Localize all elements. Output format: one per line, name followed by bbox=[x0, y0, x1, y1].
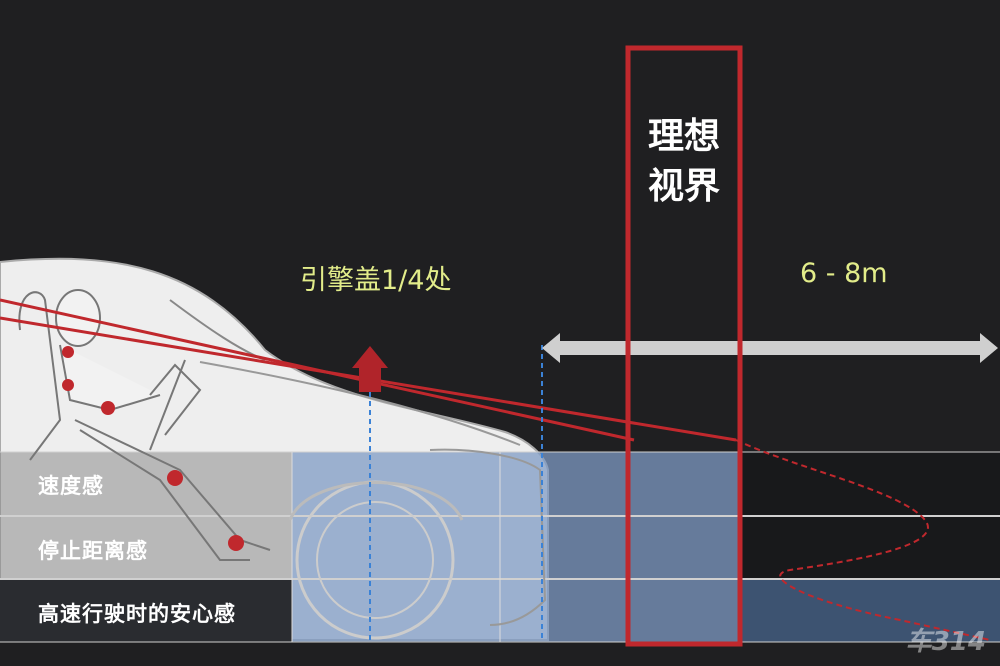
distance-label: 6 - 8m bbox=[800, 258, 888, 289]
ideal-view-line1: 理想 bbox=[647, 116, 720, 157]
band-speed-gray bbox=[0, 452, 292, 516]
ideal-view-frame bbox=[625, 45, 743, 647]
sightline-dashed bbox=[735, 439, 991, 641]
band-speed-dark bbox=[740, 452, 1000, 516]
hood-quarter-label: 引擎盖1/4处 bbox=[300, 265, 452, 296]
ideal-view-line2: 视界 bbox=[647, 166, 720, 207]
row-label-stop-distance: 停止距离感 bbox=[38, 539, 148, 563]
band-safety-blue bbox=[292, 580, 740, 642]
band-stop-dark bbox=[740, 517, 1000, 579]
row-label-highspeed-safety: 高速行驶时的安心感 bbox=[38, 602, 236, 626]
band-stop-blue bbox=[292, 517, 740, 579]
joint-markers bbox=[62, 346, 244, 551]
row-label-speed: 速度感 bbox=[38, 474, 104, 498]
car-hood-line bbox=[199, 361, 521, 446]
car-front bbox=[429, 448, 547, 626]
band-stop-gray bbox=[0, 517, 292, 579]
hood-quarter-arrow bbox=[352, 346, 388, 392]
distance-double-arrow bbox=[542, 333, 998, 363]
watermark-logo: 车314 bbox=[905, 627, 986, 657]
band-safety-dark bbox=[0, 580, 292, 642]
ideal-view-label: 理想 视界 bbox=[628, 112, 740, 212]
